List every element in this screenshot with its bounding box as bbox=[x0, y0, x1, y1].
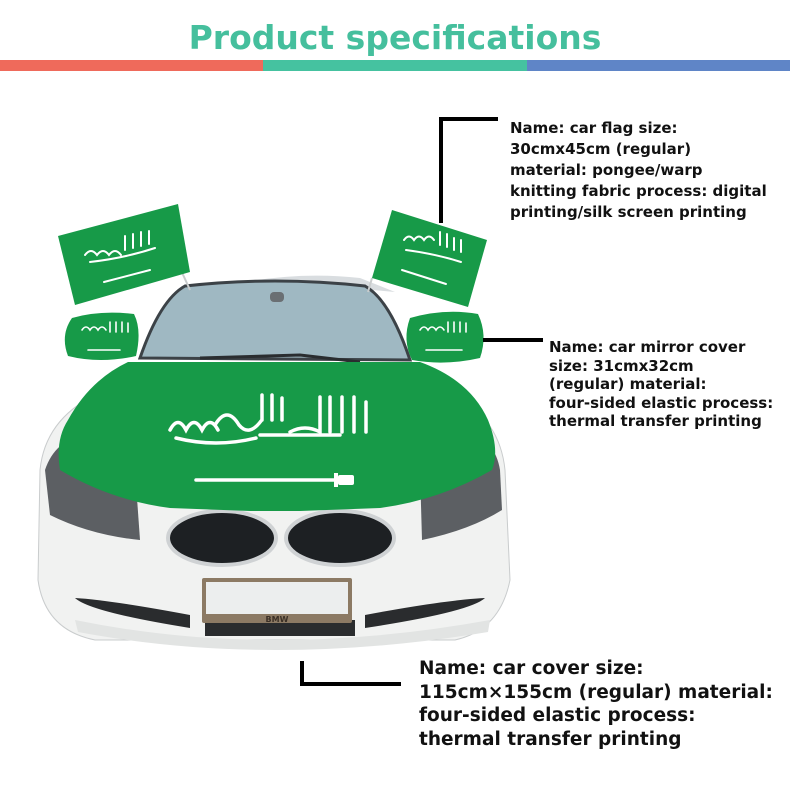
cover-callout-vertical bbox=[300, 661, 304, 686]
plate-text: BMW bbox=[266, 615, 289, 624]
mirror-callout-line bbox=[483, 338, 543, 342]
car-cover-spec: Name: car cover size: 115cm×155cm (regul… bbox=[419, 658, 773, 750]
flag-callout-horizontal bbox=[439, 117, 498, 121]
divider-bar-red bbox=[0, 60, 263, 71]
left-mirror-cover bbox=[64, 312, 139, 360]
divider-bar-blue bbox=[527, 60, 790, 71]
right-mirror-cover bbox=[406, 311, 484, 363]
car-flag-spec: Name: car flag size: 30cmx45cm (regular)… bbox=[510, 119, 767, 221]
flag-callout-vertical bbox=[439, 117, 443, 223]
page-title: Product specifications bbox=[188, 18, 602, 57]
divider-bar-green bbox=[263, 60, 527, 71]
cover-callout-horizontal bbox=[300, 682, 401, 686]
mirror-cover-spec: Name: car mirror cover size: 31cmx32cm (… bbox=[549, 338, 774, 430]
left-car-flag bbox=[58, 204, 191, 305]
right-car-flag bbox=[367, 210, 487, 307]
hood-cover-flag bbox=[58, 362, 496, 511]
